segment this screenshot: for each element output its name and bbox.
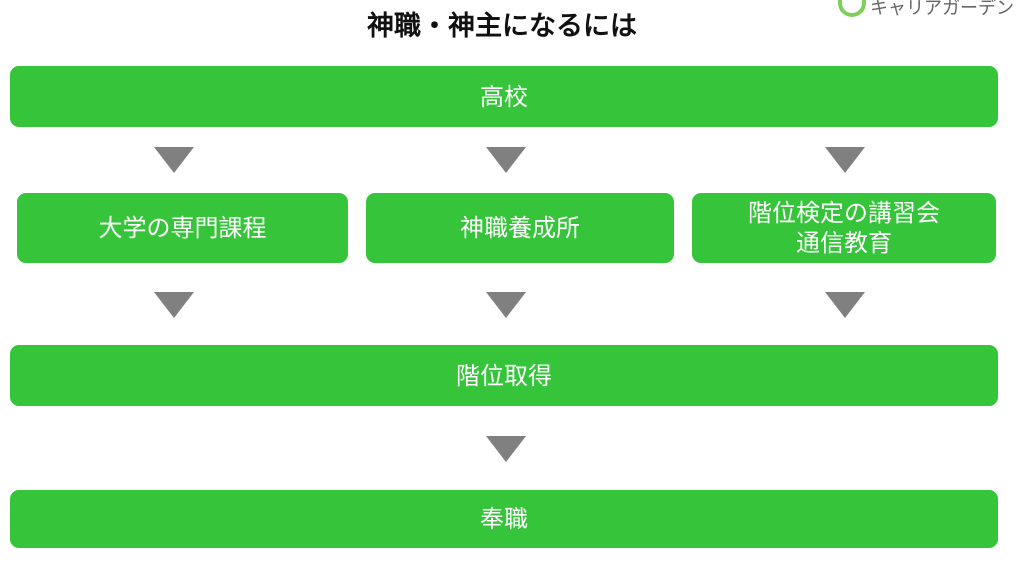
step-rank: 階位取得: [10, 345, 998, 406]
step-label: 高校: [480, 82, 528, 111]
step-course: 階位検定の講習会 通信教育: [692, 193, 996, 263]
step-high-school: 高校: [10, 66, 998, 127]
step-label: 階位取得: [456, 361, 552, 390]
arrow-down-icon: [486, 436, 526, 462]
arrow-down-icon: [486, 292, 526, 318]
arrow-down-icon: [154, 147, 194, 173]
step-label: 奉職: [480, 505, 528, 533]
step-employment: 奉職: [10, 490, 998, 548]
arrow-down-icon: [825, 147, 865, 173]
logo: キャリアガーデン: [838, 0, 1014, 20]
step-label: 神職養成所: [460, 214, 580, 242]
logo-icon: [838, 0, 866, 17]
step-label: 通信教育: [796, 229, 892, 257]
page-title: 神職・神主になるには: [367, 11, 637, 42]
arrow-down-icon: [825, 292, 865, 318]
arrow-down-icon: [154, 292, 194, 318]
logo-text: キャリアガーデン: [870, 0, 1014, 19]
step-training-school: 神職養成所: [366, 193, 674, 263]
arrow-down-icon: [486, 147, 526, 173]
step-label: 階位検定の講習会: [748, 199, 940, 227]
step-university: 大学の専門課程: [17, 193, 348, 263]
step-label: 大学の専門課程: [98, 214, 267, 242]
